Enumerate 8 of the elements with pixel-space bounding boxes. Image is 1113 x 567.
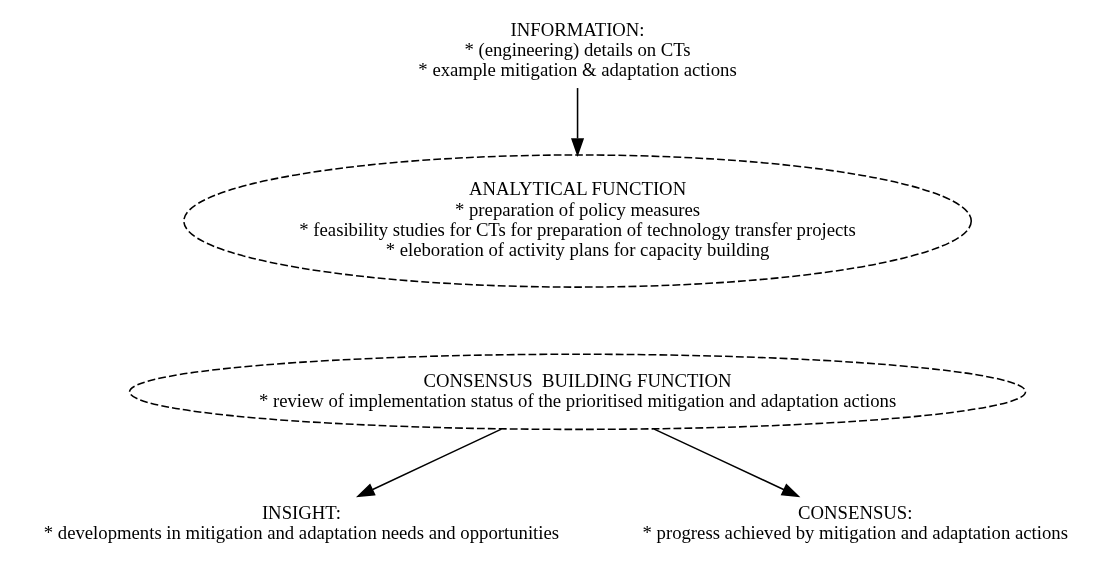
arrow <box>571 87 585 157</box>
node-text: INFORMATION: * (engineering) details on CTs * example mitigation & adaptation actions <box>418 18 737 81</box>
node-ellipse: ANALYTICAL FUNCTION * preparation of policy measures * feasibility studies for CTs for preparation of technology transfer projects * eleboration of activity plans for capacity building <box>183 154 973 288</box>
node-ellipse: CONSENSUS BUILDING FUNCTION * review of implementation status of the prioritised mitigation and adaptation actions <box>128 353 1027 431</box>
arrow <box>653 428 801 498</box>
node-text: CONSENSUS: * progress achieved by mitigation and adaptation actions <box>642 502 1068 544</box>
node-text: INSIGHT: * developments in mitigation and adaptation needs and opportunities <box>43 502 560 544</box>
arrow <box>355 428 503 498</box>
